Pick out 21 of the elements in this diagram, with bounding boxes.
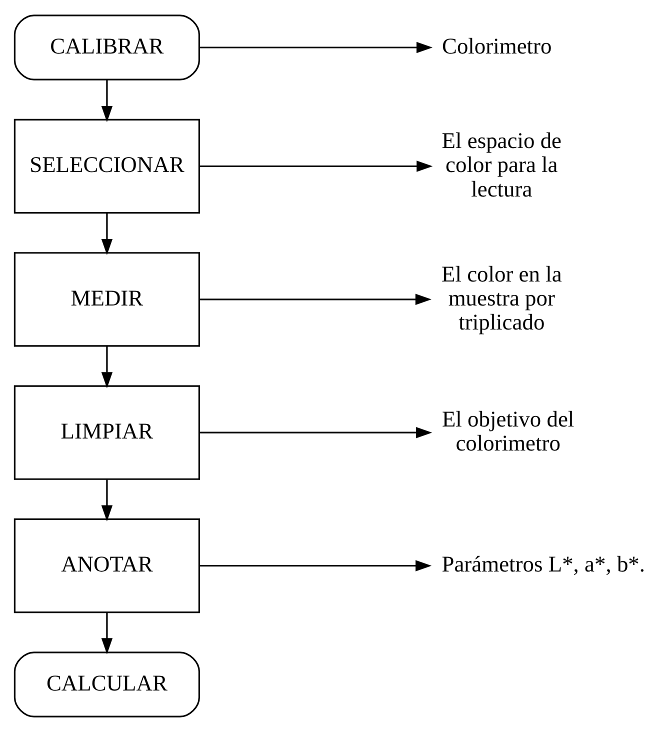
node-box: ANOTAR bbox=[14, 518, 200, 613]
arrow bbox=[199, 160, 433, 172]
node-text: Parámetros L*, a*, b*. bbox=[442, 551, 646, 576]
node-text: El color en la muestra por triplicado bbox=[442, 260, 562, 334]
node-box: CALCULAR bbox=[14, 651, 200, 717]
arrow bbox=[101, 346, 113, 388]
arrow bbox=[200, 41, 433, 53]
arrow bbox=[199, 426, 432, 438]
node-box: MEDIR bbox=[14, 252, 200, 346]
node-box: LIMPIAR bbox=[14, 384, 200, 480]
node-text: El objetivo del colorimetro bbox=[442, 406, 574, 456]
node-box: CALIBRAR bbox=[14, 14, 200, 80]
node-box: SELECCIONAR bbox=[14, 118, 200, 214]
arrow bbox=[199, 560, 432, 571]
arrow bbox=[101, 212, 113, 255]
node-text: El espacio de color para la lectura bbox=[442, 128, 562, 201]
arrow bbox=[101, 479, 113, 521]
arrow bbox=[101, 612, 113, 654]
arrow bbox=[101, 80, 113, 122]
arrow bbox=[199, 293, 432, 305]
node-text: Colorimetro bbox=[442, 32, 552, 58]
